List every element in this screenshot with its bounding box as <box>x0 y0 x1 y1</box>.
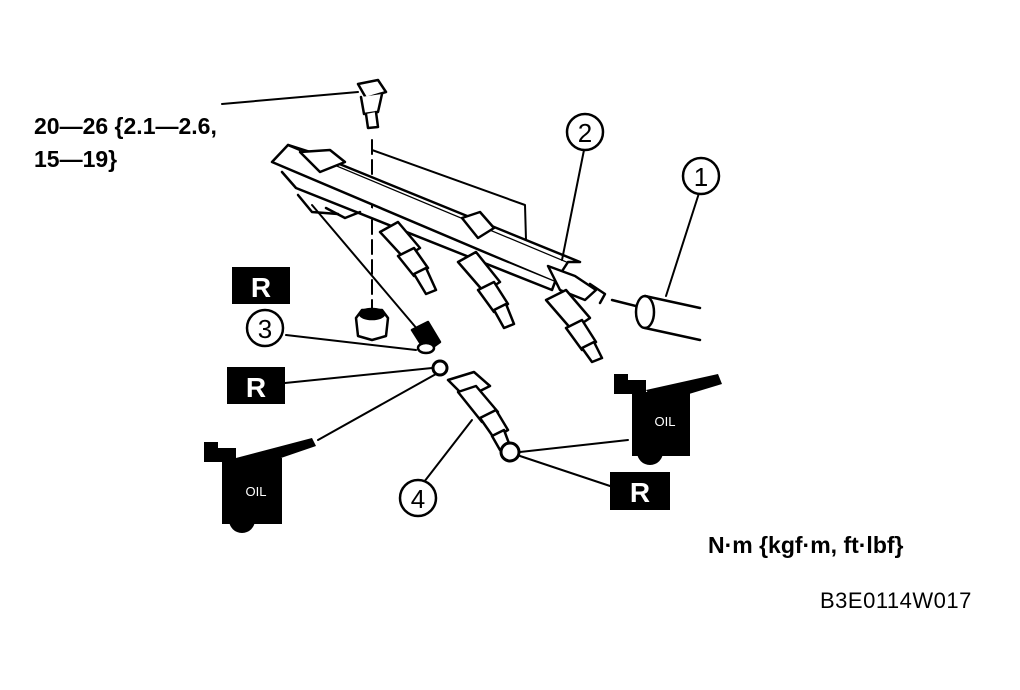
replace-marker-1: R <box>232 267 290 304</box>
oil-can-left-label: OIL <box>246 484 267 499</box>
torque-unit-label: N·m {kgf·m, ft·lbf} <box>708 532 904 558</box>
oil-can-right-label: OIL <box>655 414 676 429</box>
torque-spec-line-2: 15—19} <box>34 146 118 172</box>
bracket-line <box>371 149 527 241</box>
seal-cap <box>354 307 390 342</box>
oil-can-icon-left: OIL <box>204 438 316 533</box>
mounting-bolt <box>356 78 388 130</box>
o-ring-upper <box>431 359 449 377</box>
callout-3-label: 3 <box>258 314 272 344</box>
r-mark-2-leader <box>284 367 433 384</box>
rail-injector-2 <box>456 250 516 330</box>
callout-1-label: 1 <box>694 162 708 192</box>
callout-1-leader <box>665 189 701 297</box>
torque-leader-line <box>221 91 359 105</box>
rail-to-insulator-line <box>311 204 419 331</box>
callout-2-leader <box>561 149 585 261</box>
callout-1: 1 <box>681 156 721 196</box>
callout-3-leader <box>285 334 417 351</box>
callout-2: 2 <box>565 112 605 152</box>
o-ring-lower <box>499 441 521 463</box>
replace-marker-2: R <box>227 367 285 404</box>
oil-right-leader <box>519 439 629 453</box>
torque-spec-line-1: 20—26 {2.1—2.6, <box>34 113 217 139</box>
oil-can-icon-right: OIL <box>614 374 722 465</box>
oil-left-leader <box>317 373 437 441</box>
fuel-hose <box>610 294 702 342</box>
callout-4-label: 4 <box>411 484 425 514</box>
insulator <box>410 320 442 355</box>
rail-injector-3 <box>544 288 604 364</box>
callout-3: 3 <box>245 308 285 348</box>
replace-marker-2-label: R <box>246 372 266 403</box>
replace-marker-1-label: R <box>251 272 271 303</box>
callout-4-leader <box>423 419 473 483</box>
callout-4: 4 <box>398 478 438 518</box>
replace-marker-3-label: R <box>630 477 650 508</box>
rail-injector-1 <box>378 220 438 296</box>
replace-marker-3: R <box>610 472 670 510</box>
r-mark-3-leader <box>519 455 611 487</box>
removed-injector <box>446 370 512 452</box>
fuel-rail <box>270 143 607 305</box>
figure-code: B3E0114W017 <box>820 588 972 613</box>
callout-2-label: 2 <box>578 118 592 148</box>
